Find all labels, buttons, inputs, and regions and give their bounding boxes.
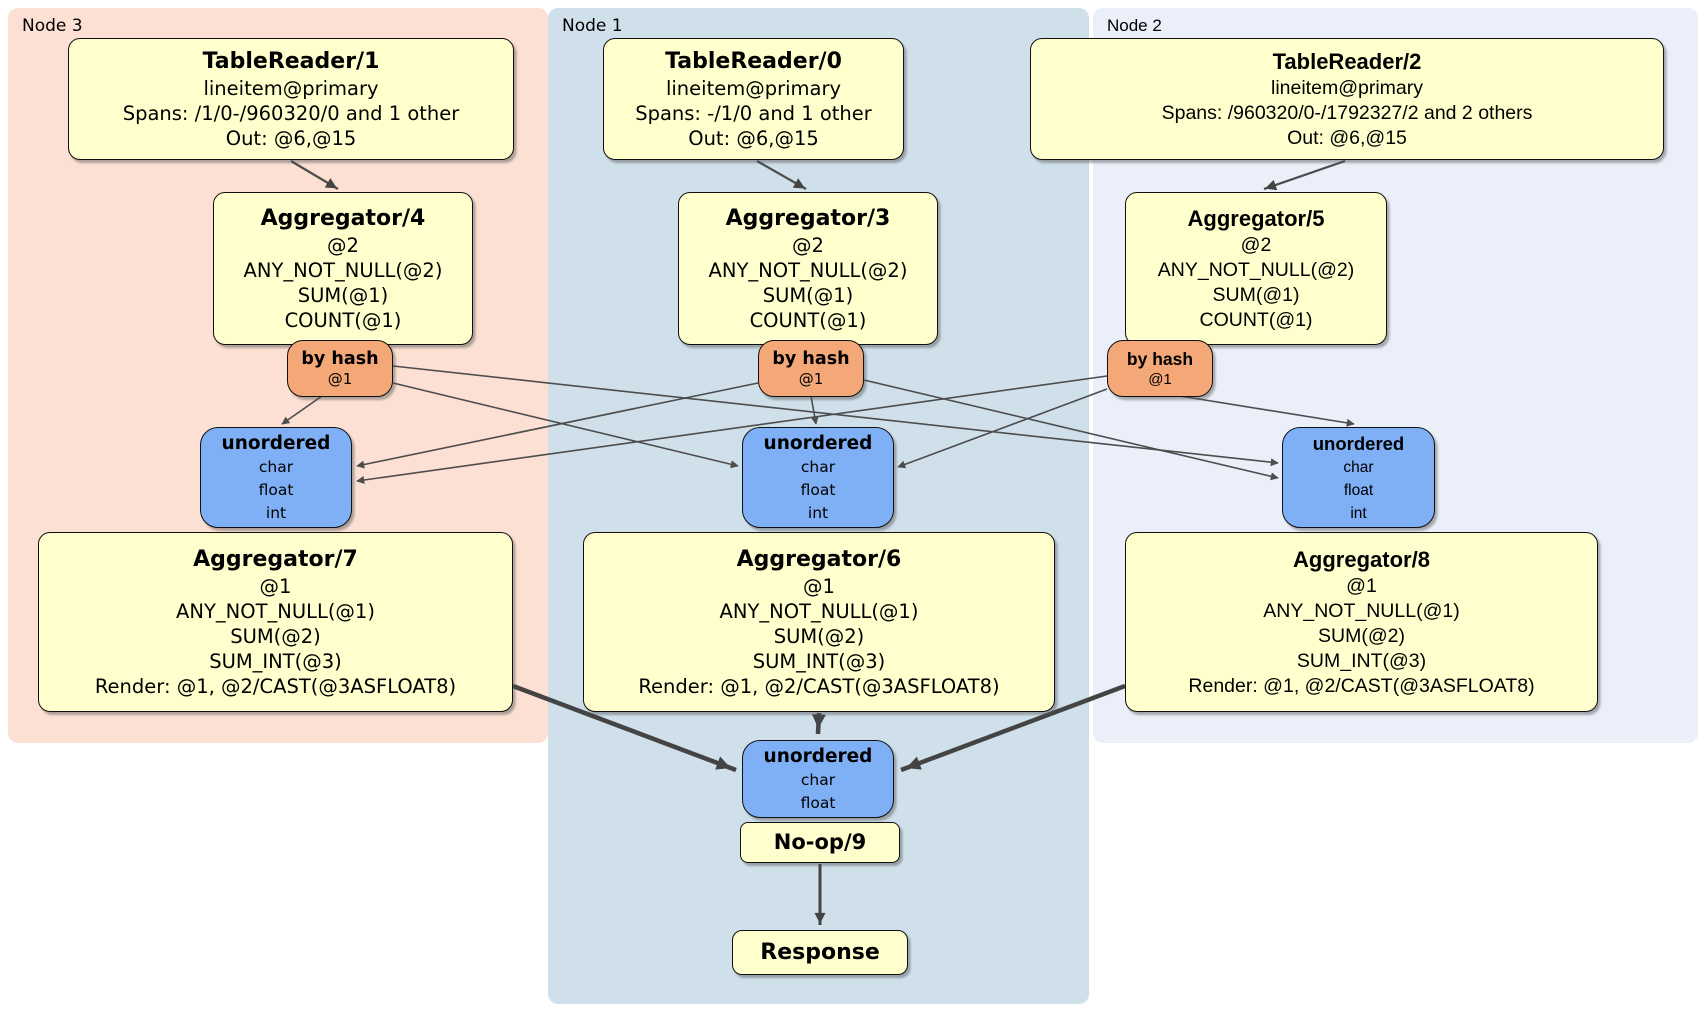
noop-box: No-op/9	[740, 822, 900, 863]
box-title: by hash	[1126, 349, 1194, 369]
box-line: SUM(@2)	[1318, 625, 1405, 647]
box-title: unordered	[763, 745, 873, 767]
box-line: float	[1343, 481, 1374, 499]
box-line: @1	[1346, 575, 1377, 597]
box-title: by hash	[301, 349, 379, 369]
box-title: No-op/9	[773, 830, 867, 854]
box-line: SUM_INT(@3)	[1296, 650, 1427, 672]
box-line: SUM_INT(@3)	[752, 650, 886, 673]
box-line: SUM(@2)	[230, 625, 321, 648]
aggregator-box: Aggregator/7 @1 ANY_NOT_NULL(@1) SUM(@2)…	[38, 532, 513, 712]
unordered-sync: unordered char float int	[1282, 427, 1435, 528]
box-line: COUNT(@1)	[749, 309, 867, 332]
box-title: Aggregator/5	[1187, 206, 1325, 231]
box-line: @1	[798, 370, 824, 388]
hash-router: by hash @1	[1107, 340, 1213, 397]
box-line: char	[800, 457, 836, 476]
tablereader-box: TableReader/2 lineitem@primary Spans: /9…	[1030, 38, 1664, 160]
aggregator-box: Aggregator/4 @2 ANY_NOT_NULL(@2) SUM(@1)…	[213, 192, 473, 345]
aggregator-box: Aggregator/8 @1 ANY_NOT_NULL(@1) SUM(@2)…	[1125, 532, 1598, 712]
box-line: @2	[1240, 234, 1272, 256]
node2-label: Node 2	[1107, 16, 1162, 35]
box-title: Aggregator/3	[725, 206, 891, 231]
box-line: ANY_NOT_NULL(@2)	[1157, 259, 1355, 281]
box-line: int	[807, 503, 829, 522]
box-line: char	[1343, 458, 1374, 476]
hash-router: by hash @1	[287, 340, 393, 397]
aggregator-box: Aggregator/6 @1 ANY_NOT_NULL(@1) SUM(@2)…	[583, 532, 1055, 712]
box-line: lineitem@primary	[665, 77, 842, 100]
box-title: TableReader/1	[202, 49, 380, 74]
box-line: SUM(@1)	[762, 284, 854, 307]
box-title: unordered	[1312, 432, 1405, 454]
box-line: ANY_NOT_NULL(@2)	[708, 259, 908, 282]
box-title: Aggregator/6	[736, 547, 902, 572]
box-line: float	[800, 480, 836, 499]
box-line: @1	[1148, 371, 1172, 388]
final-unordered-sync: unordered char float	[742, 740, 894, 818]
box-line: char	[258, 457, 294, 476]
box-line: ANY_NOT_NULL(@1)	[176, 600, 375, 623]
box-line: lineitem@primary	[1271, 77, 1423, 99]
box-line: Spans: -/1/0 and 1 other	[635, 102, 872, 125]
box-line: Spans: /1/0-/960320/0 and 1 other	[122, 102, 460, 125]
box-line: SUM_INT(@3)	[209, 650, 342, 673]
box-line: lineitem@primary	[203, 77, 379, 100]
box-title: unordered	[221, 432, 331, 454]
node3-label: Node 3	[22, 16, 83, 36]
response-box: Response	[732, 930, 908, 975]
unordered-sync: unordered char float int	[200, 427, 352, 528]
box-title: TableReader/2	[1272, 49, 1422, 74]
box-line: COUNT(@1)	[284, 309, 402, 332]
box-title: Aggregator/7	[193, 547, 358, 572]
box-line: char	[800, 770, 836, 789]
box-line: SUM(@2)	[773, 625, 865, 648]
box-line: SUM(@1)	[297, 284, 389, 307]
box-title: unordered	[763, 432, 873, 454]
box-line: float	[800, 793, 836, 812]
box-line: Spans: /960320/0-/1792327/2 and 2 others	[1161, 102, 1533, 124]
aggregator-box: Aggregator/5 @2 ANY_NOT_NULL(@2) SUM(@1)…	[1125, 192, 1387, 345]
box-line: @2	[792, 234, 824, 257]
box-line: int	[265, 503, 287, 522]
unordered-sync: unordered char float int	[742, 427, 894, 528]
box-line: COUNT(@1)	[1199, 309, 1313, 331]
box-line: Out: @6,@15	[225, 127, 357, 150]
tablereader-box: TableReader/0 lineitem@primary Spans: -/…	[603, 38, 904, 160]
box-line: ANY_NOT_NULL(@1)	[719, 600, 919, 623]
box-line: Render: @1, @2/CAST(@3ASFLOAT8)	[94, 675, 457, 698]
box-line: @2	[327, 234, 359, 257]
tablereader-box: TableReader/1 lineitem@primary Spans: /1…	[68, 38, 514, 160]
box-line: @1	[259, 575, 292, 598]
box-title: Aggregator/8	[1293, 547, 1430, 572]
box-title: Aggregator/4	[260, 206, 426, 231]
node1-label: Node 1	[562, 16, 623, 36]
box-line: int	[1350, 504, 1367, 522]
box-title: by hash	[772, 349, 850, 369]
box-line: float	[258, 480, 294, 499]
box-line: ANY_NOT_NULL(@2)	[243, 259, 443, 282]
box-line: Out: @6,@15	[1287, 127, 1407, 149]
box-line: @1	[803, 575, 835, 598]
box-line: SUM(@1)	[1212, 284, 1300, 306]
box-line: Out: @6,@15	[688, 127, 819, 150]
box-line: Render: @1, @2/CAST(@3ASFLOAT8)	[638, 675, 1000, 698]
box-line: ANY_NOT_NULL(@1)	[1263, 600, 1460, 622]
box-line: Render: @1, @2/CAST(@3ASFLOAT8)	[1188, 675, 1535, 697]
box-line: @1	[327, 370, 353, 388]
aggregator-box: Aggregator/3 @2 ANY_NOT_NULL(@2) SUM(@1)…	[678, 192, 938, 345]
box-title: TableReader/0	[665, 49, 842, 74]
box-title: Response	[760, 940, 880, 965]
hash-router: by hash @1	[758, 340, 864, 397]
